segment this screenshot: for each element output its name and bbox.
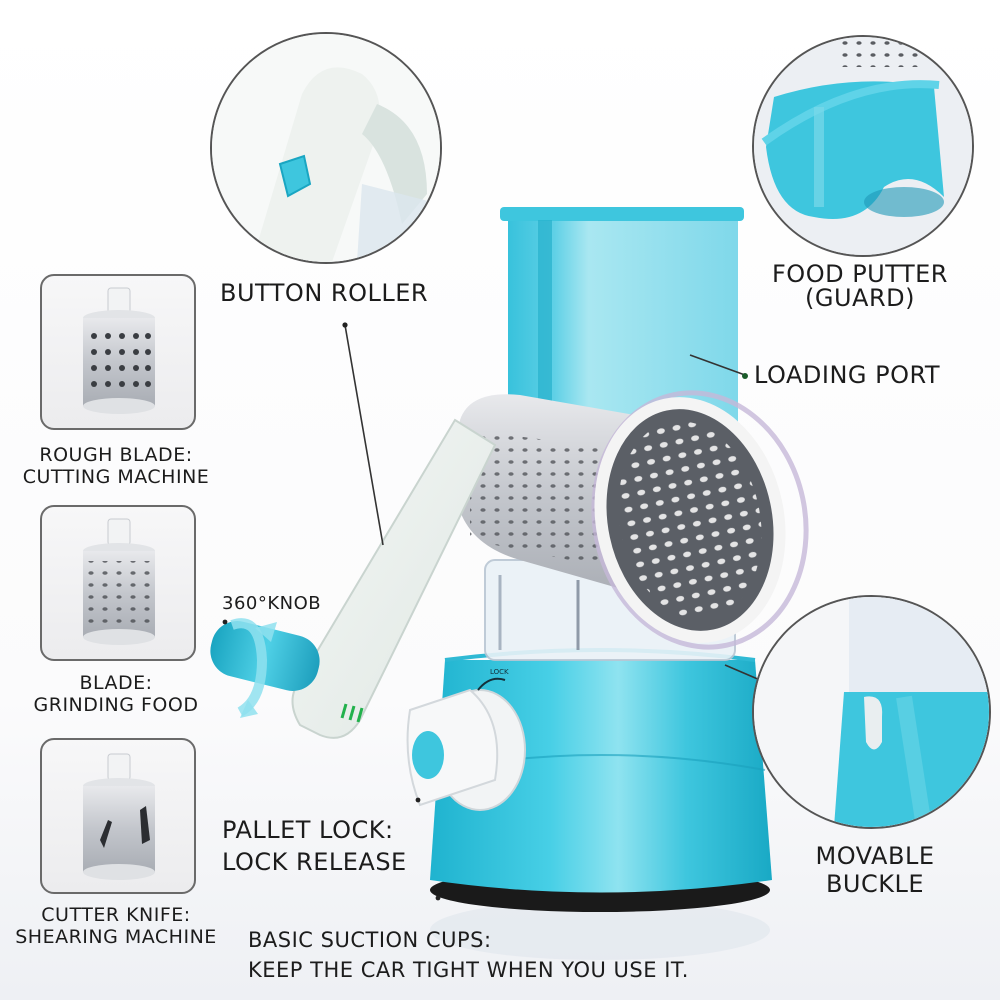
blade-option-cutter xyxy=(40,738,196,894)
button-roller-detail-image xyxy=(212,34,440,262)
food-putter-detail-image xyxy=(754,37,972,255)
blade-option-fine xyxy=(40,505,196,661)
pallet-lock-line2: LOCK RELEASE xyxy=(222,847,407,876)
pallet-lock-line1: PALLET LOCK: xyxy=(222,816,394,844)
blade-option-title: BLADE: xyxy=(79,672,153,694)
pallet-lock-label: PALLET LOCK: LOCK RELEASE xyxy=(222,815,407,878)
blade-option-subtitle: GRINDING FOOD xyxy=(33,693,199,716)
suction-cups-line1: BASIC SUCTION CUPS: xyxy=(248,928,492,952)
lock-embossed-text: LOCK xyxy=(490,668,509,676)
crank-handle xyxy=(210,418,497,739)
blade-option-rough-label: ROUGH BLADE: CUTTING MACHINE xyxy=(10,444,222,489)
blade-option-subtitle: CUTTING MACHINE xyxy=(22,465,210,488)
food-putter-label: FOOD PUTTER (GUARD) xyxy=(760,262,960,310)
suction-cups-line2: KEEP THE CAR TIGHT WHEN YOU USE IT. xyxy=(248,958,689,983)
food-putter-line1: FOOD PUTTER xyxy=(772,260,948,288)
movable-buckle-detail-image xyxy=(754,597,989,827)
food-putter-line2: (GUARD) xyxy=(805,284,915,312)
blade-option-rough xyxy=(40,274,196,430)
movable-buckle-callout xyxy=(752,595,991,829)
button-roller-callout xyxy=(210,32,442,264)
blade-option-title: CUTTER KNIFE: xyxy=(41,904,191,926)
blade-option-fine-label: BLADE: GRINDING FOOD xyxy=(10,672,222,717)
blade-option-title: ROUGH BLADE: xyxy=(39,444,193,466)
fine-grater-drum-icon xyxy=(83,518,155,645)
coarse-grater-drum-icon xyxy=(83,287,155,414)
suction-cups-label: BASIC SUCTION CUPS: KEEP THE CAR TIGHT W… xyxy=(248,925,689,986)
blade-option-subtitle: SHEARING MACHINE xyxy=(15,925,217,948)
leader-line-button-roller xyxy=(344,324,384,546)
loading-port-label: LOADING PORT xyxy=(754,361,941,389)
grater-drum xyxy=(454,390,809,650)
button-roller-label: BUTTON ROLLER xyxy=(220,279,429,307)
blade-option-cutter-label: CUTTER KNIFE: SHEARING MACHINE xyxy=(5,904,227,949)
movable-buckle-label: MOVABLE BUCKLE xyxy=(790,842,960,898)
knob-label: 360°KNOB xyxy=(222,593,322,614)
movable-buckle-line1: MOVABLE xyxy=(815,842,935,870)
leader-line-movable-buckle xyxy=(724,664,761,681)
roller-button-icon xyxy=(278,154,312,198)
movable-buckle-line2: BUCKLE xyxy=(825,869,925,898)
pallet-lock-dial: LOCK xyxy=(406,668,526,811)
slicer-drum-icon xyxy=(83,753,155,880)
food-putter-callout xyxy=(752,35,974,257)
leader-line-loading-port xyxy=(689,354,746,376)
